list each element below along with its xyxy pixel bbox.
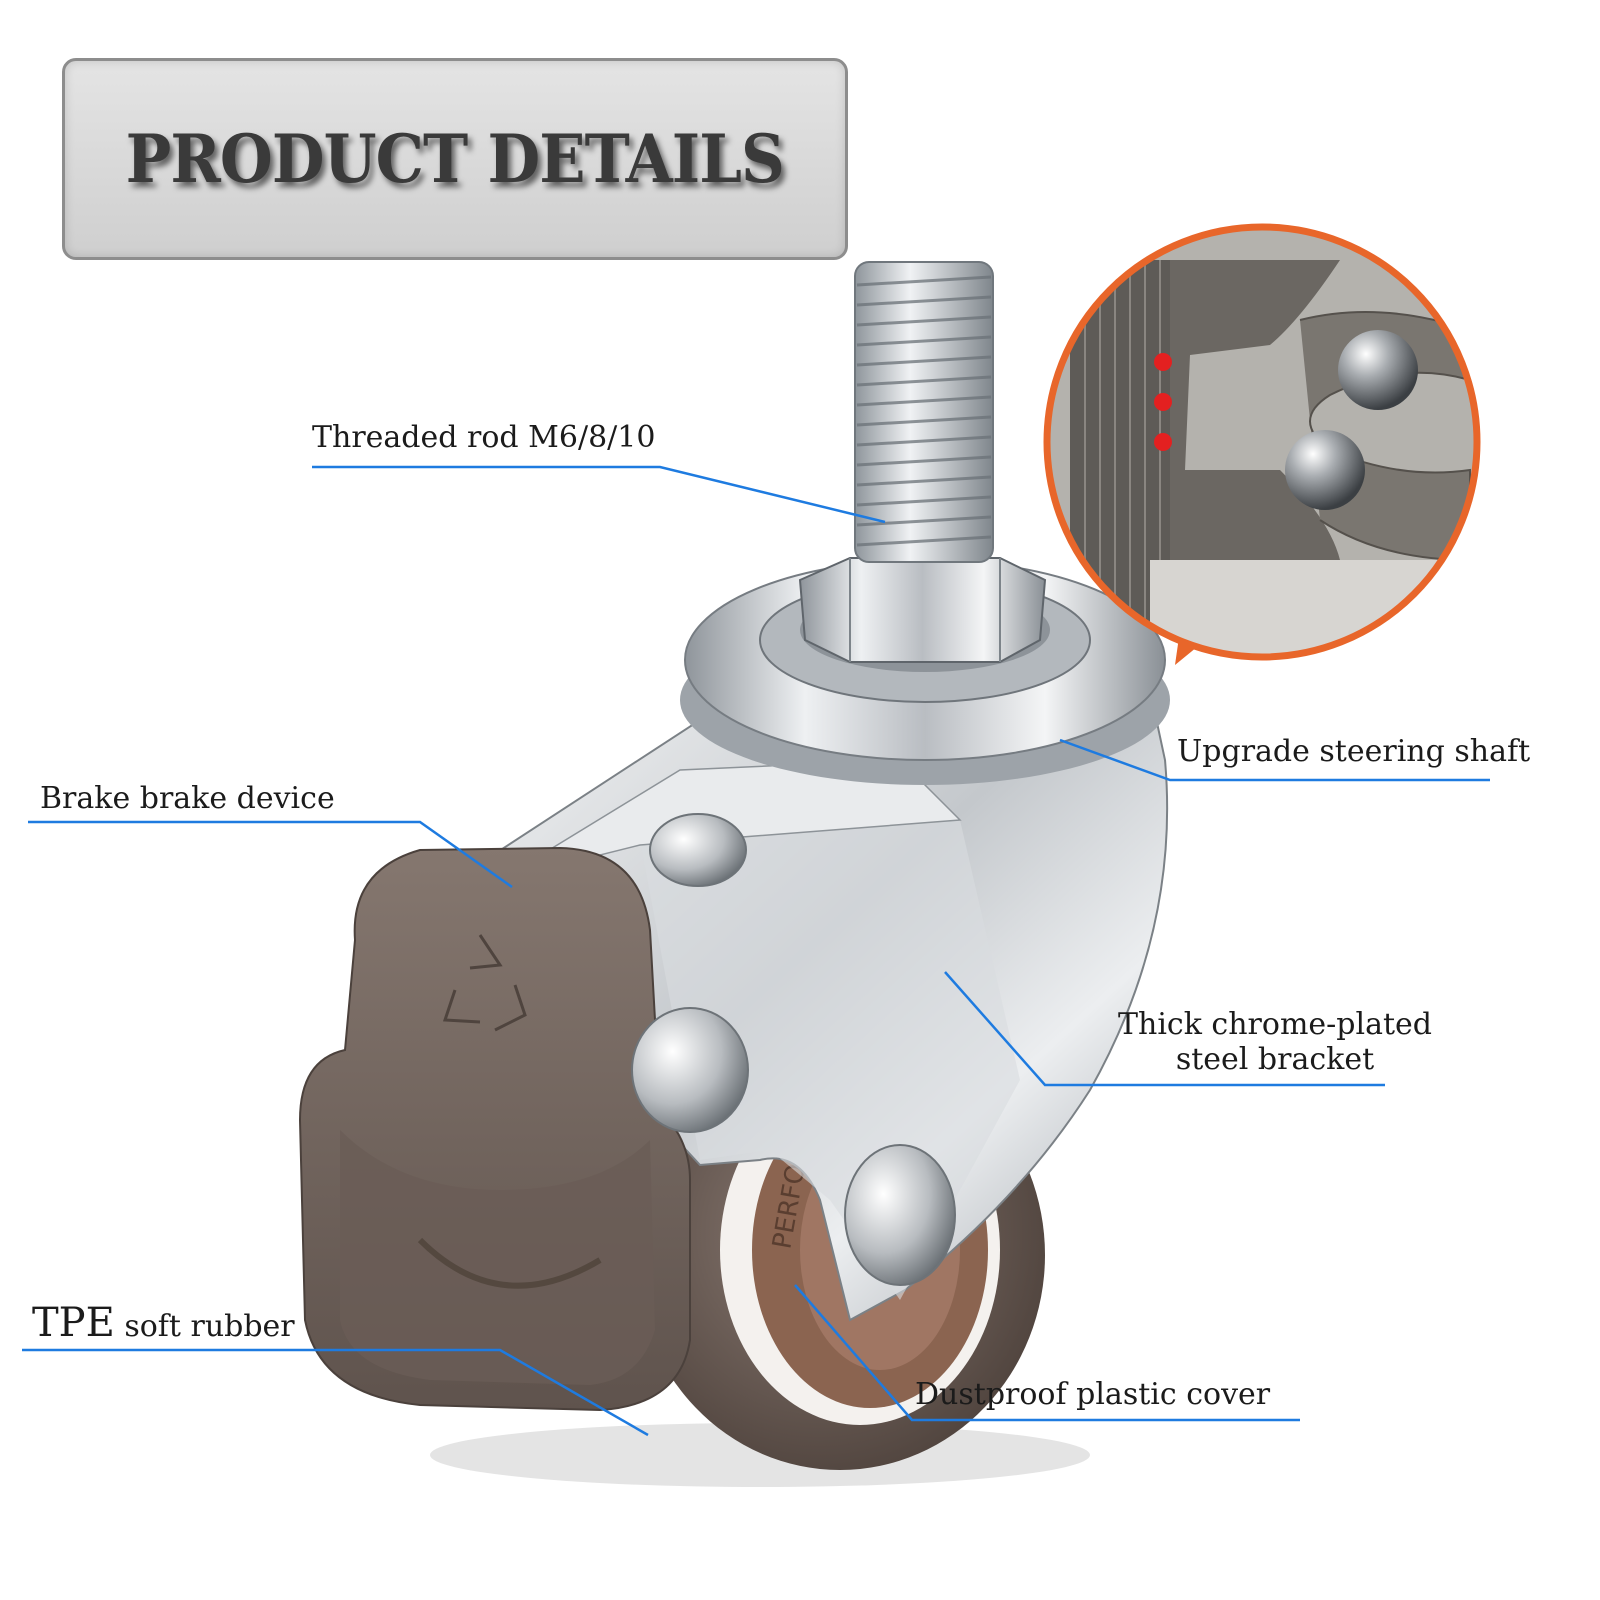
- leader-steering-shaft: [1059, 738, 1490, 782]
- label-dust-cover: Dustproof plastic cover: [915, 1377, 1271, 1412]
- leader-bracket: [944, 971, 1385, 1087]
- recycle-icon: [442, 934, 527, 1032]
- leader-threaded-rod: [312, 465, 886, 524]
- bearing-marker: [1154, 393, 1172, 411]
- leader-brake: [28, 820, 513, 889]
- leader-lines: [22, 465, 1490, 1437]
- hex-nut: [798, 557, 1047, 663]
- steel-bracket: [468, 687, 1169, 1322]
- axle-bolt: [844, 1144, 956, 1286]
- bearing-marker: [1154, 433, 1172, 451]
- label-threaded-rod: Threaded rod M6/8/10: [312, 420, 656, 455]
- brake-pedal: [298, 846, 749, 1412]
- title-banner: PRODUCT DETAILS: [62, 58, 848, 260]
- bearing-marker: [1154, 353, 1172, 371]
- label-tpe-prefix: TPE: [32, 1300, 115, 1346]
- top-rivet: [649, 813, 747, 887]
- label-steel-bracket: Thick chrome-plated steel bracket: [1090, 1007, 1460, 1077]
- label-tpe-suffix: soft rubber: [114, 1309, 295, 1344]
- label-steering-shaft: Upgrade steering shaft: [1177, 734, 1531, 769]
- label-steel-bracket-line1: Thick chrome-plated: [1117, 1007, 1432, 1042]
- threaded-rod: [854, 261, 994, 563]
- label-tpe-rubber: TPE soft rubber: [32, 1300, 295, 1346]
- label-steel-bracket-line2: steel bracket: [1175, 1041, 1375, 1077]
- leader-tpe: [22, 1348, 649, 1437]
- page-title: PRODUCT DETAILS: [125, 120, 785, 198]
- label-brake-device: Brake brake device: [40, 781, 335, 816]
- leader-dust-cover: [794, 1284, 1300, 1422]
